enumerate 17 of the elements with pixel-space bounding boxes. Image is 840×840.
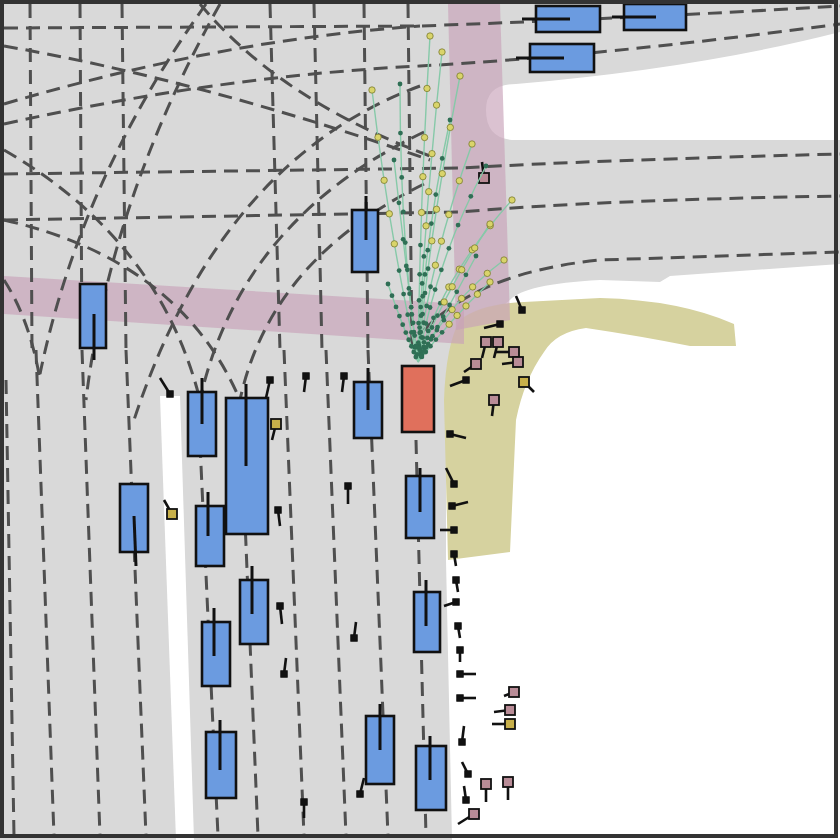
vehicle	[522, 4, 602, 34]
vehicle	[194, 492, 226, 568]
vehicle	[612, 2, 688, 32]
vehicle	[238, 566, 270, 646]
vehicle	[204, 720, 238, 800]
vehicle	[516, 42, 596, 74]
vehicle	[414, 736, 448, 812]
vehicle	[350, 196, 380, 274]
vehicle	[224, 384, 270, 536]
vehicle	[118, 482, 150, 567]
vehicle	[186, 378, 218, 458]
vehicle	[412, 580, 442, 654]
vehicle	[364, 704, 396, 786]
vehicle	[200, 608, 232, 688]
vehicle	[404, 468, 436, 540]
ego-vehicle	[400, 364, 436, 434]
vehicle	[352, 368, 384, 440]
